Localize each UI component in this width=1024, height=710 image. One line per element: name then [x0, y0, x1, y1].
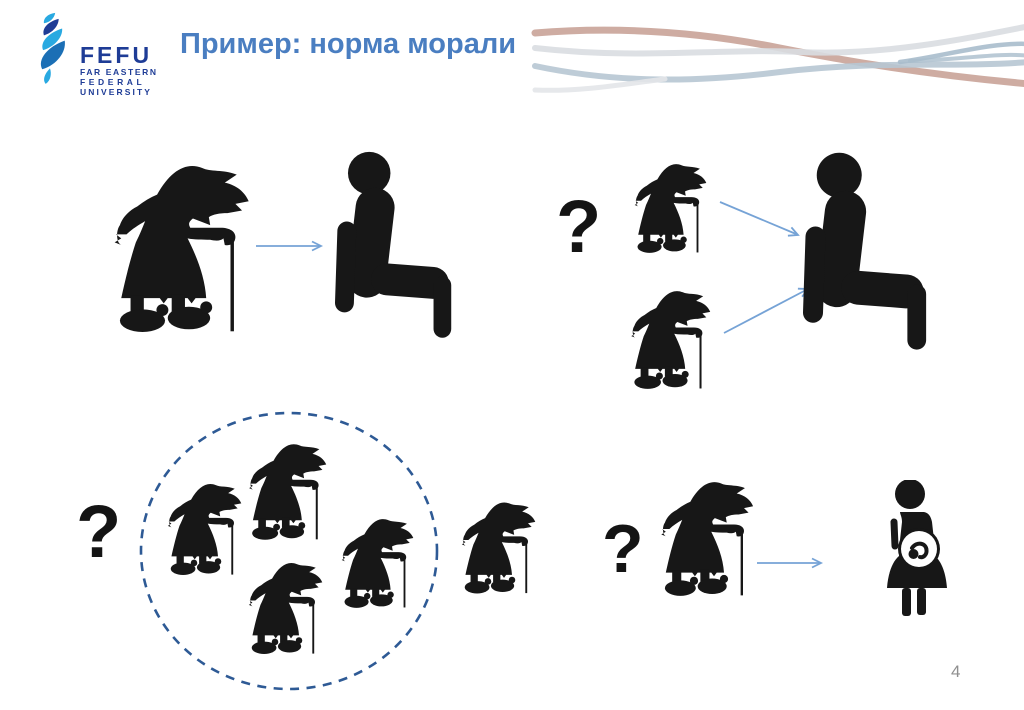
- old-lady-icon: [162, 478, 242, 581]
- logo-name-line: UNIVERSITY: [80, 87, 153, 98]
- dashed-circle: [139, 411, 439, 691]
- fefu-logo-text: FEFU FAR EASTERN FEDERAL UNIVERSITY: [80, 44, 158, 98]
- old-lady-icon: [625, 284, 711, 396]
- old-lady-icon: [243, 557, 323, 660]
- old-lady-icon: [629, 159, 707, 258]
- old-lady-icon: [104, 158, 250, 340]
- arrow-icon: [256, 201, 824, 569]
- logo-acronym: FEFU: [80, 42, 153, 68]
- page-number: 4: [951, 662, 961, 681]
- logo-name-line: FAR EASTERN: [80, 67, 158, 77]
- pregnant-woman-icon: [886, 480, 948, 620]
- slide-title: Пример: норма морали: [180, 28, 517, 60]
- seated-person-icon: [803, 148, 928, 360]
- question-mark: ?: [556, 185, 602, 268]
- question-mark: ?: [76, 490, 122, 573]
- old-lady-icon: [243, 442, 327, 542]
- logo-name-line: FEDERAL: [80, 77, 146, 88]
- old-lady-icon: [456, 497, 536, 599]
- old-lady-icon: [654, 477, 754, 601]
- question-mark: ?: [602, 511, 644, 587]
- fefu-logo-icon: [40, 12, 65, 84]
- old-lady-icon: [336, 512, 414, 615]
- seated-person-icon: [335, 150, 453, 345]
